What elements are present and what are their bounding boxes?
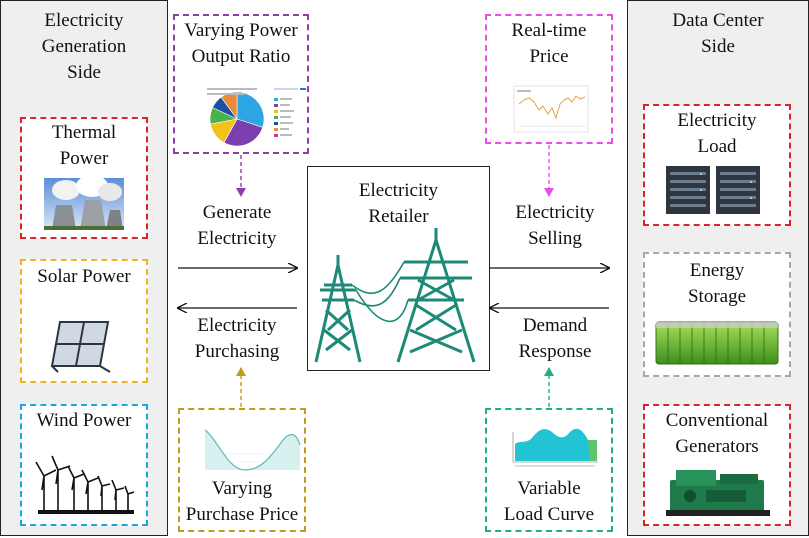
realtime-price-thumbnail: [513, 85, 589, 133]
output-ratio-label: Varying Power Output Ratio: [184, 20, 298, 67]
realtime-price-label: Real-time Price: [511, 20, 587, 67]
pie-legend: [207, 88, 306, 137]
wind-turbines-image: [35, 455, 135, 514]
solar-power-label: Solar Power: [37, 266, 131, 287]
pie-thumbnail: [207, 88, 306, 147]
load-curve-label: Variable Load Curve: [503, 478, 595, 525]
generator-image: [666, 470, 770, 516]
pie-slice: [223, 118, 264, 147]
battery-pack-image: [655, 321, 779, 365]
thermal-power-label: Thermal Power: [51, 122, 117, 169]
pie-slice: [236, 91, 265, 128]
electricity-load-label: Electricity Load: [677, 110, 757, 157]
generate-electricity-label: Generate Electricity: [197, 202, 277, 249]
electricity-selling-label: Electricity Selling: [515, 202, 595, 249]
conventional-generators-label: Conventional Generators: [665, 410, 769, 457]
electricity-retailer-label: Electricity Retailer: [358, 180, 439, 227]
server-racks-image: [666, 166, 760, 214]
solar-panel-image: [50, 321, 111, 373]
pie-slices: [209, 91, 265, 147]
thermal-plant-image: [44, 175, 124, 230]
wind-power-label: Wind Power: [36, 410, 132, 431]
wind-power-box: [20, 404, 148, 526]
electricity-purchasing-label: Electricity Purchasing: [194, 315, 280, 362]
transmission-towers-image: [314, 228, 476, 363]
energy-storage-label: Energy Storage: [687, 260, 747, 307]
purchase-price-thumbnail: [204, 429, 301, 471]
demand-response-label: Demand Response: [518, 315, 592, 362]
load-curve-box: [485, 408, 613, 532]
generation-side-title: Electricity Generation Side: [41, 10, 127, 83]
purchase-price-label: Varying Purchase Price: [185, 478, 299, 525]
data-center-side-title: Data Center Side: [672, 10, 764, 57]
load-curve-thumbnail: [512, 428, 598, 467]
